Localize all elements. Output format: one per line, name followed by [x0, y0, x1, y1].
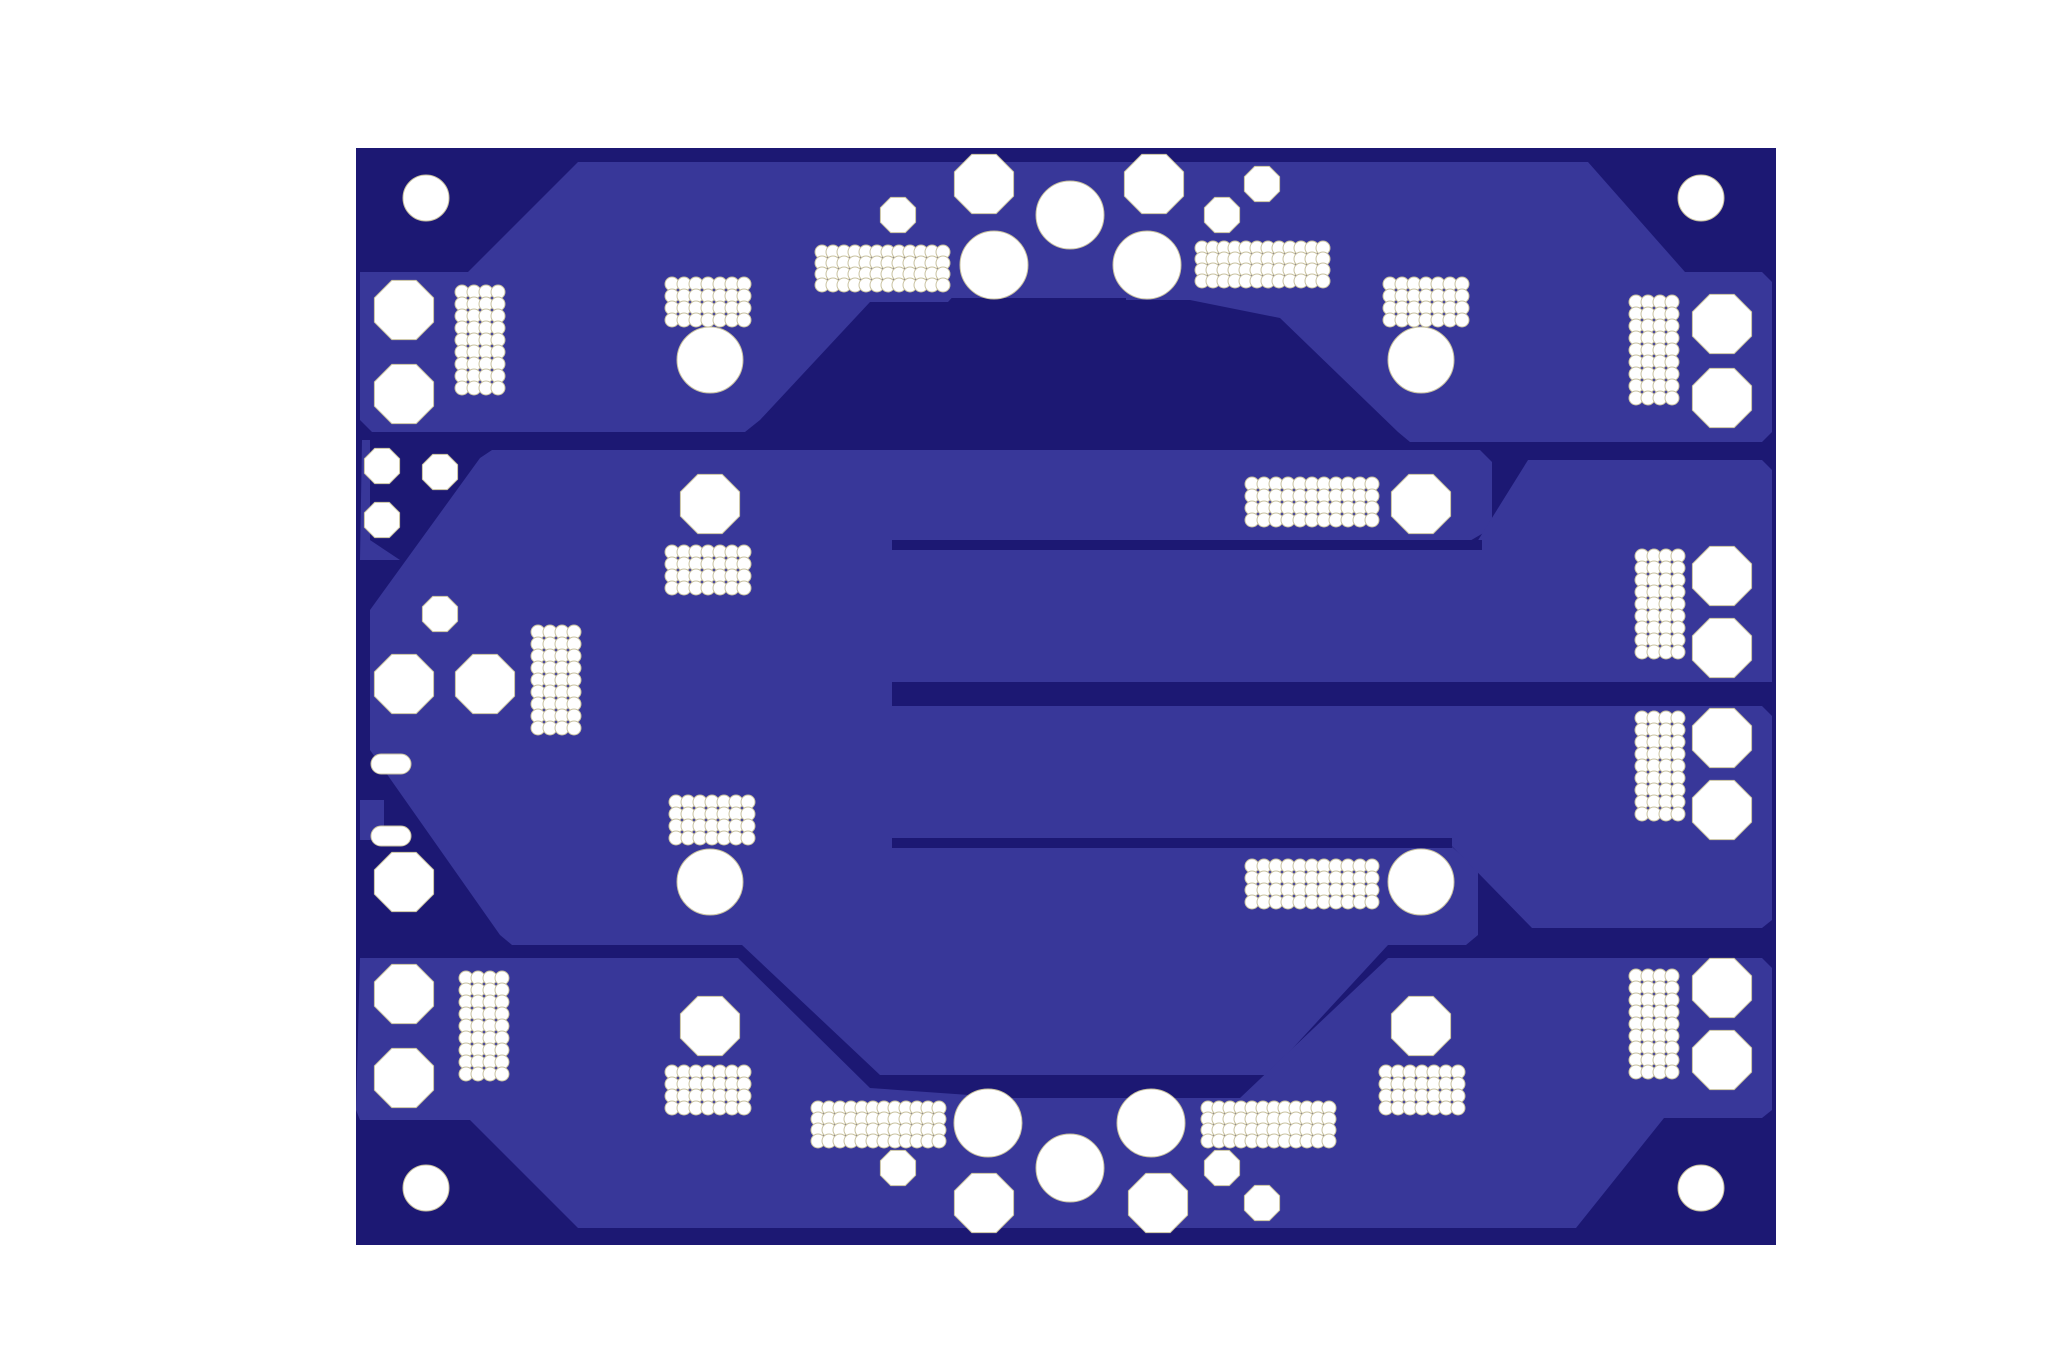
octagon-pad [679, 473, 741, 535]
octagon-pad-small [879, 196, 917, 234]
via [736, 580, 752, 596]
mounting-hole [402, 1164, 450, 1212]
octagon-pad-small [1203, 1149, 1241, 1187]
octagon-pad [373, 363, 435, 425]
octagon-pad [953, 153, 1015, 215]
octagon-pad-small [363, 501, 401, 539]
octagon-pad [1390, 995, 1452, 1057]
round-pad [676, 848, 744, 916]
octagon-pad-small [1203, 196, 1241, 234]
via [1664, 390, 1680, 406]
via [494, 1066, 510, 1082]
octagon-pad-small [421, 453, 459, 491]
via [931, 1133, 947, 1149]
octagon-pad [373, 279, 435, 341]
via [1364, 512, 1380, 528]
round-pad [1387, 326, 1455, 394]
octagon-pad [1123, 153, 1185, 215]
via [1670, 644, 1686, 660]
slot-pad [370, 825, 412, 847]
octagon-pad [953, 1172, 1015, 1234]
octagon-pad [1691, 707, 1753, 769]
round-pad [1387, 848, 1455, 916]
round-pad-large [1035, 1133, 1105, 1203]
via [490, 380, 506, 396]
copper-pour-right-lower [892, 706, 1772, 928]
mounting-hole [402, 174, 450, 222]
octagon-pad-small [1243, 1184, 1281, 1222]
octagon-pad [1691, 545, 1753, 607]
mounting-hole [1677, 1164, 1725, 1212]
round-pad [676, 326, 744, 394]
octagon-pad [1390, 473, 1452, 535]
channel-middle [892, 686, 1772, 702]
octagon-pad [679, 995, 741, 1057]
via [1454, 312, 1470, 328]
copper-pour-right-upper [892, 460, 1772, 682]
octagon-pad [1691, 1029, 1753, 1091]
octagon-pad [1691, 617, 1753, 679]
round-pad-large [953, 1088, 1023, 1158]
octagon-pad [1691, 957, 1753, 1019]
octagon-pad [454, 653, 516, 715]
via [566, 720, 582, 736]
octagon-pad [1127, 1172, 1189, 1234]
octagon-pad-small [879, 1149, 917, 1187]
slot-pad [370, 753, 412, 775]
round-pad-large [959, 230, 1029, 300]
octagon-pad [373, 653, 435, 715]
via [1450, 1100, 1466, 1116]
octagon-pad [373, 1047, 435, 1109]
via [736, 1100, 752, 1116]
via [1664, 1064, 1680, 1080]
octagon-pad-small [1243, 165, 1281, 203]
via [1315, 273, 1331, 289]
copper-pours [356, 162, 1772, 1228]
drill-holes [363, 153, 1753, 1234]
octagon-pad [1691, 779, 1753, 841]
channel-upper [892, 540, 1482, 550]
octagon-pad [373, 851, 435, 913]
mounting-hole [1677, 174, 1725, 222]
isolation-channels [892, 540, 1772, 848]
via [1321, 1133, 1337, 1149]
round-pad-large [1035, 180, 1105, 250]
via [740, 830, 756, 846]
via [736, 312, 752, 328]
copper-pour-central [370, 450, 1772, 1075]
round-pad-large [1116, 1088, 1186, 1158]
octagon-pad [1691, 367, 1753, 429]
via [1670, 806, 1686, 822]
channel-lower [892, 838, 1452, 848]
via [935, 277, 951, 293]
round-pad-large [1112, 230, 1182, 300]
octagon-pad-small [421, 595, 459, 633]
via [1364, 894, 1380, 910]
octagon-pad [1691, 293, 1753, 355]
octagon-pad [373, 963, 435, 1025]
octagon-pad-small [363, 447, 401, 485]
